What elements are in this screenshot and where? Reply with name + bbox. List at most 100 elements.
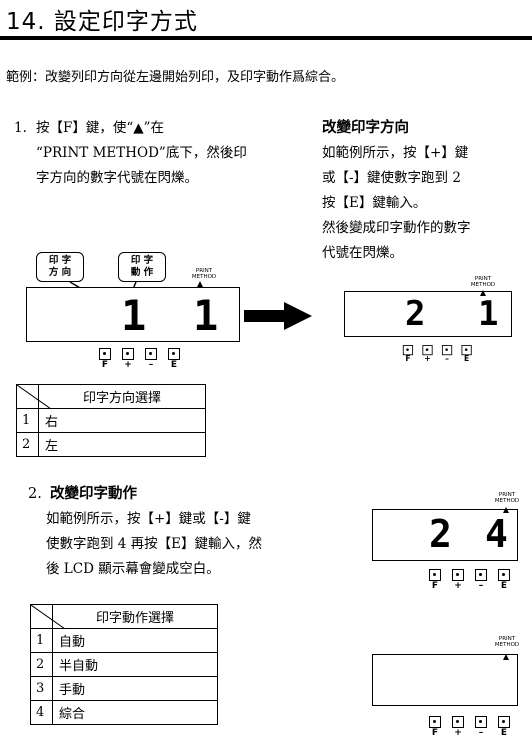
key-e-2[interactable]: E <box>461 345 473 365</box>
step2: 2. 改變印字動作 如範例所示，按【+】鍵或【-】鍵 使數字跑到 4 再按【E】鍵… <box>28 482 262 582</box>
lcd2-print-method-label: PRINT METHOD <box>466 276 500 288</box>
key-f-4[interactable]: F <box>428 716 442 739</box>
key-e-4[interactable]: E <box>497 716 511 739</box>
table-row: 4 綜合 <box>30 700 218 725</box>
key-minus-label: – <box>148 360 154 370</box>
step2-line-3: 後 LCD 顯示幕會變成空白。 <box>46 561 220 577</box>
keypad-3: F + – E <box>428 569 520 592</box>
bubble-print-direction: 印 字 方 向 <box>36 252 84 282</box>
bubble-dir-line-2: 方 向 <box>48 267 72 278</box>
key-e-3[interactable]: E <box>497 569 511 592</box>
step2-heading: 改變印字動作 <box>50 486 137 502</box>
lcd3-left-digit: 2 <box>429 512 452 556</box>
step1: 1.按【F】鍵，使“▲”在 “PRINT METHOD”底下，然後印 字方向的數… <box>14 116 247 191</box>
table2-header: 印字動作選擇 <box>52 604 218 629</box>
bubble-action-line-2: 動 作 <box>130 267 154 278</box>
print-label-4: PRINT <box>498 636 516 642</box>
print-direction-table: 印字方向選擇 1 右 2 左 <box>16 384 206 457</box>
table2-row1-label: 自動 <box>52 628 218 653</box>
key-plus-3-label: + <box>454 581 462 591</box>
lcd1-print-method-label: PRINT METHOD <box>184 268 224 280</box>
key-minus-4[interactable]: – <box>474 716 488 739</box>
key-e-4-label: E <box>500 728 508 738</box>
key-plus-2[interactable]: + <box>422 345 434 365</box>
keypad-1: F + – E <box>98 348 190 371</box>
table2-row2-label: 半自動 <box>52 652 218 677</box>
table1-row1-num: 1 <box>16 408 39 433</box>
lcd-display-1: 1 1 <box>26 287 240 342</box>
key-plus-4-box <box>452 716 464 728</box>
key-minus[interactable]: – <box>144 348 158 371</box>
step2-line-1: 如範例所示，按【+】鍵或【-】鍵 <box>46 511 251 527</box>
lcd-display-3: 2 4 <box>372 509 518 561</box>
key-f-2-box <box>402 345 414 356</box>
table2-row1-num: 1 <box>30 628 53 653</box>
key-f-label: F <box>101 360 109 370</box>
key-e-4-box <box>498 716 510 728</box>
key-e-box <box>168 348 180 360</box>
lcd3-print-method-label: PRINT METHOD <box>490 492 524 504</box>
step1-line-2: “PRINT METHOD”底下，然後印 <box>36 145 247 161</box>
title-rule <box>0 36 532 40</box>
key-minus-2-label: – <box>445 355 449 364</box>
key-plus-2-box <box>422 345 433 356</box>
table2-row4-label: 綜合 <box>52 700 218 725</box>
bubble-print-action: 印 字 動 作 <box>118 252 166 282</box>
lcd-display-2: 2 1 <box>344 291 512 337</box>
table2-row4-num: 4 <box>30 700 53 725</box>
lcd4-print-method-label: PRINT METHOD <box>490 636 524 648</box>
table-row: 2 左 <box>16 432 206 457</box>
step2-line-2: 使數字跑到 4 再按【E】鍵輸入，然 <box>46 536 263 552</box>
key-minus-3-label: – <box>478 581 484 591</box>
key-plus[interactable]: + <box>121 348 135 371</box>
key-f-box <box>99 348 111 360</box>
key-f-3[interactable]: F <box>428 569 442 592</box>
key-plus-3[interactable]: + <box>451 569 465 592</box>
key-plus-4[interactable]: + <box>451 716 465 739</box>
step2-number: 2. <box>28 486 42 502</box>
key-minus-3[interactable]: – <box>474 569 488 592</box>
table-row: 2 半自動 <box>30 652 218 677</box>
key-plus-2-label: + <box>424 355 431 364</box>
key-f-3-label: F <box>431 581 439 591</box>
lcd3-pointer-triangle <box>503 507 509 513</box>
table1-row1-label: 右 <box>38 408 206 433</box>
key-f[interactable]: F <box>98 348 112 371</box>
table2-diagonal <box>31 605 65 629</box>
key-minus-2[interactable]: – <box>441 345 453 365</box>
key-f-2[interactable]: F <box>402 345 414 365</box>
key-e-2-label: E <box>463 355 470 364</box>
key-e-3-box <box>498 569 510 581</box>
key-plus-3-box <box>452 569 464 581</box>
change-direction-line-5: 代號在閃爍。 <box>322 245 403 261</box>
lcd2-right-digit: 1 <box>478 294 499 334</box>
key-f-4-box <box>429 716 441 728</box>
print-label-2: PRINT <box>474 276 492 282</box>
lcd4-pointer-triangle <box>503 654 509 660</box>
change-direction-line-4: 然後變成印字動作的數字 <box>322 220 471 236</box>
table-row: 1 右 <box>16 408 206 433</box>
table2-header-row: 印字動作選擇 <box>30 604 218 629</box>
table1-header-row: 印字方向選擇 <box>16 384 206 409</box>
key-minus-box <box>145 348 157 360</box>
step1-line-3: 字方向的數字代號在閃爍。 <box>36 170 198 186</box>
table-row: 3 手動 <box>30 676 218 701</box>
key-minus-2-box <box>441 345 453 356</box>
key-f-4-label: F <box>431 728 439 738</box>
keypad-4: F + – E <box>428 716 520 739</box>
bubble-dir-line-1: 印 字 <box>48 255 72 266</box>
key-plus-4-label: + <box>454 728 462 738</box>
change-direction-block: 改變印字方向 如範例所示，按【+】鍵 或【-】鍵使數字跑到 2 按【E】鍵輸入。… <box>322 116 471 266</box>
print-label-3: PRINT <box>498 492 516 498</box>
change-direction-heading: 改變印字方向 <box>322 120 409 136</box>
lcd-display-4-blank <box>372 654 518 706</box>
key-f-2-label: F <box>405 355 411 364</box>
table1-row2-num: 2 <box>16 432 39 457</box>
lcd1-pointer-triangle <box>197 281 203 287</box>
table-row: 1 自動 <box>30 628 218 653</box>
method-label: METHOD <box>191 274 217 280</box>
step1-line-1: 按【F】鍵，使“▲”在 <box>36 120 165 136</box>
method-label-2: METHOD <box>470 282 496 288</box>
key-e[interactable]: E <box>167 348 181 371</box>
method-label-4: METHOD <box>494 642 520 648</box>
